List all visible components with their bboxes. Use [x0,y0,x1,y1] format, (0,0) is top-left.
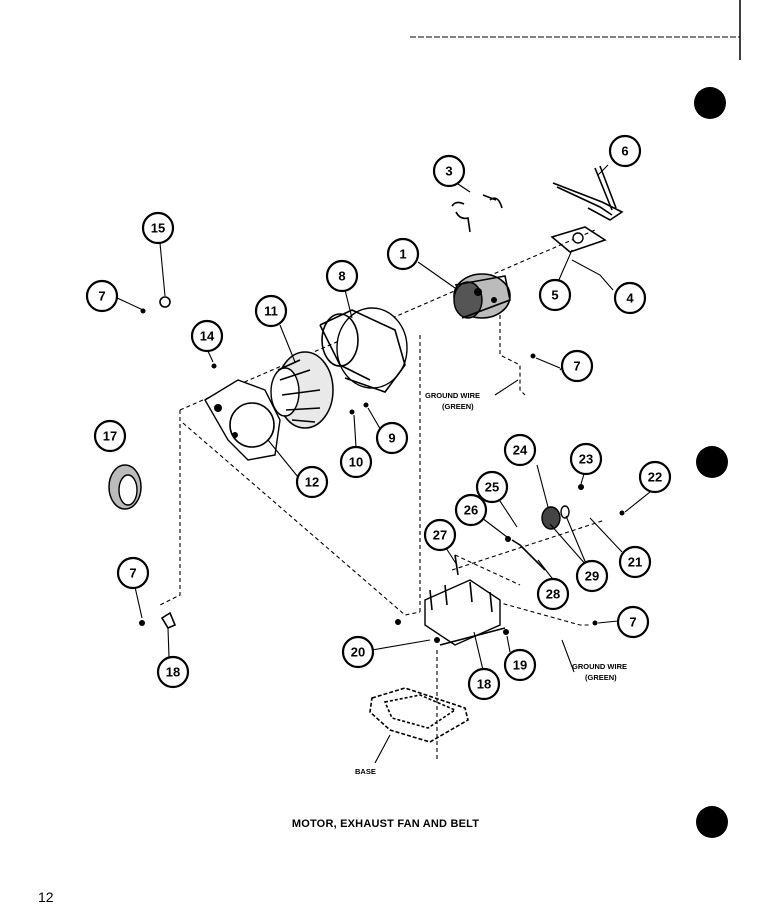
svg-text:29: 29 [585,569,599,584]
svg-text:23: 23 [579,452,593,467]
callout-18: 18 [156,655,190,689]
callout-10: 10 [339,445,373,479]
callout-8: 8 [325,259,359,293]
callout-20: 20 [341,635,375,669]
svg-text:24: 24 [513,443,528,458]
fan-wheel-part [270,351,334,429]
callout-6: 6 [608,134,642,168]
svg-text:26: 26 [464,503,478,518]
callout-9: 9 [375,421,409,455]
svg-text:7: 7 [629,615,636,630]
callout-7: 7 [116,556,150,590]
svg-text:17: 17 [103,429,117,444]
motor-part [453,273,511,319]
callout-21: 21 [618,545,652,579]
motor-bracket-part [550,226,607,253]
page-number: 12 [38,889,54,905]
svg-text:20: 20 [351,645,365,660]
svg-text:7: 7 [98,289,105,304]
svg-text:4: 4 [626,291,634,306]
callout-23: 23 [569,442,603,476]
svg-text:11: 11 [264,304,278,319]
svg-text:14: 14 [200,329,215,344]
base-label: BASE [355,767,376,776]
svg-text:GROUND WIRE: GROUND WIRE [425,391,480,400]
callout-7: 7 [560,349,594,383]
callout-25: 25 [475,470,509,504]
svg-text:10: 10 [349,455,363,470]
callout-5: 5 [538,278,572,312]
callout-29: 29 [575,559,609,593]
svg-text:28: 28 [546,587,560,602]
callout-12: 12 [295,465,329,499]
svg-text:7: 7 [129,566,136,581]
binder-hole [694,87,726,119]
base-part [369,687,469,743]
fan-cover-part [204,379,281,461]
callout-7: 7 [85,279,119,313]
callout-22: 22 [638,460,672,494]
diagram-caption: MOTOR, EXHAUST FAN AND BELT [291,818,480,830]
callout-4: 4 [613,281,647,315]
binder-hole [696,806,728,838]
top-edge-marks [410,0,741,60]
callout-15: 15 [141,211,175,245]
ground-wire-note-upper: GROUND WIRE (GREEN) [425,391,480,411]
belt-part [552,165,624,221]
callout-26: 26 [454,493,488,527]
callout-7: 7 [616,605,650,639]
svg-text:27: 27 [433,528,447,543]
svg-text:3: 3 [445,164,452,179]
fan-housing-part [319,307,408,393]
callout-11: 11 [254,294,288,328]
svg-text:7: 7 [573,359,580,374]
callout-18: 18 [467,667,501,701]
svg-text:8: 8 [338,269,345,284]
svg-text:GROUND WIRE: GROUND WIRE [572,662,627,671]
svg-text:(GREEN): (GREEN) [442,402,474,411]
bearing-ring-part [108,464,142,510]
motor-mount-part [395,579,506,646]
svg-text:18: 18 [166,665,180,680]
svg-text:9: 9 [388,431,395,446]
callout-17: 17 [93,419,127,453]
ground-wire-note-lower: GROUND WIRE (GREEN) [572,662,627,682]
hardware-parts [139,296,625,643]
leader-lines [114,164,656,764]
callout-3: 3 [432,154,466,188]
binder-hole [696,446,728,478]
svg-text:1: 1 [399,247,406,262]
svg-text:18: 18 [477,677,491,692]
svg-text:25: 25 [485,480,499,495]
svg-text:(GREEN): (GREEN) [585,673,617,682]
callout-24: 24 [503,433,537,467]
idler-pulley-part [511,505,570,571]
callout-28: 28 [536,577,570,611]
svg-text:22: 22 [648,470,662,485]
callout-27: 27 [423,518,457,552]
callout-1: 1 [386,237,420,271]
motor-clips-part [451,194,503,233]
svg-text:19: 19 [513,658,527,673]
svg-text:5: 5 [551,288,558,303]
svg-text:15: 15 [151,221,165,236]
callout-19: 19 [503,648,537,682]
svg-text:21: 21 [628,555,642,570]
callout-14: 14 [190,319,224,353]
svg-text:12: 12 [305,475,319,490]
svg-text:6: 6 [621,144,628,159]
